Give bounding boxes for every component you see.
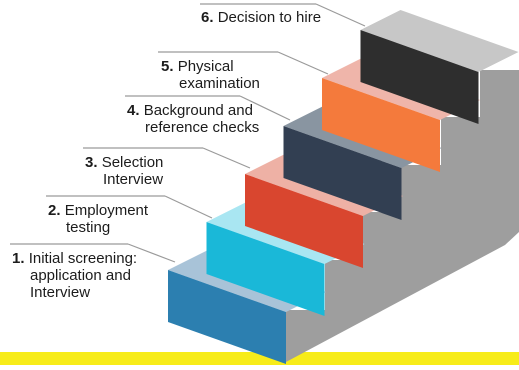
step-2-leader-b <box>164 195 213 219</box>
step-1-text-line-2: application and <box>30 267 131 284</box>
step-6-label: 6. Decision to hire <box>201 9 321 26</box>
step-5-leader-b <box>277 51 329 75</box>
step-3-text-line-1: Selection <box>101 154 164 171</box>
floor-band <box>0 352 519 365</box>
step-4-text-line-1: Background and <box>143 102 253 119</box>
step-6-leader-b <box>315 3 366 27</box>
step-4-label: 4. Background and reference checks <box>127 102 259 136</box>
step-5-text-line-1: Physical <box>177 58 234 75</box>
step-3-leader-b <box>202 147 251 169</box>
step-1-text-line-3: Interview <box>30 284 91 301</box>
step-5-front-face <box>322 78 440 172</box>
step-6-front-face <box>360 30 479 124</box>
step-5-text-line-2: examination <box>179 75 260 92</box>
step-5-number: 5. <box>161 58 174 75</box>
step-6-top-face <box>360 10 519 72</box>
step-1-leader-b <box>127 243 176 263</box>
step-4-leader-b <box>239 95 291 121</box>
step-5-label: 5. Physical examination <box>161 58 260 92</box>
step-1-text-line-1: Initial screening: <box>28 250 138 267</box>
step-3-label: 3. Selection Interview <box>85 154 163 188</box>
step-4-number: 4. <box>127 102 140 119</box>
step-3-number: 3. <box>85 154 98 171</box>
step-2-front-face <box>206 222 325 316</box>
step-4-front-face <box>283 126 402 220</box>
step-1-front-face <box>168 270 286 364</box>
step-3-text-line-2: Interview <box>103 171 164 188</box>
step-4-text-line-2: reference checks <box>145 119 260 136</box>
step-6 <box>360 10 519 124</box>
step-1-number: 1. <box>12 250 25 267</box>
step-2-label: 2. Employment testing <box>48 202 148 236</box>
step-2-text-line-1: Employment <box>64 202 149 219</box>
step-2-text-line-2: testing <box>66 219 111 236</box>
step-2-number: 2. <box>48 202 61 219</box>
step-3-front-face <box>245 174 363 268</box>
step-6-number: 6. <box>201 9 214 26</box>
stair-side-wall <box>286 70 519 362</box>
step-6-text-line-1: Decision to hire <box>217 9 322 26</box>
step-1-label: 1. Initial screening: application and In… <box>12 250 137 301</box>
